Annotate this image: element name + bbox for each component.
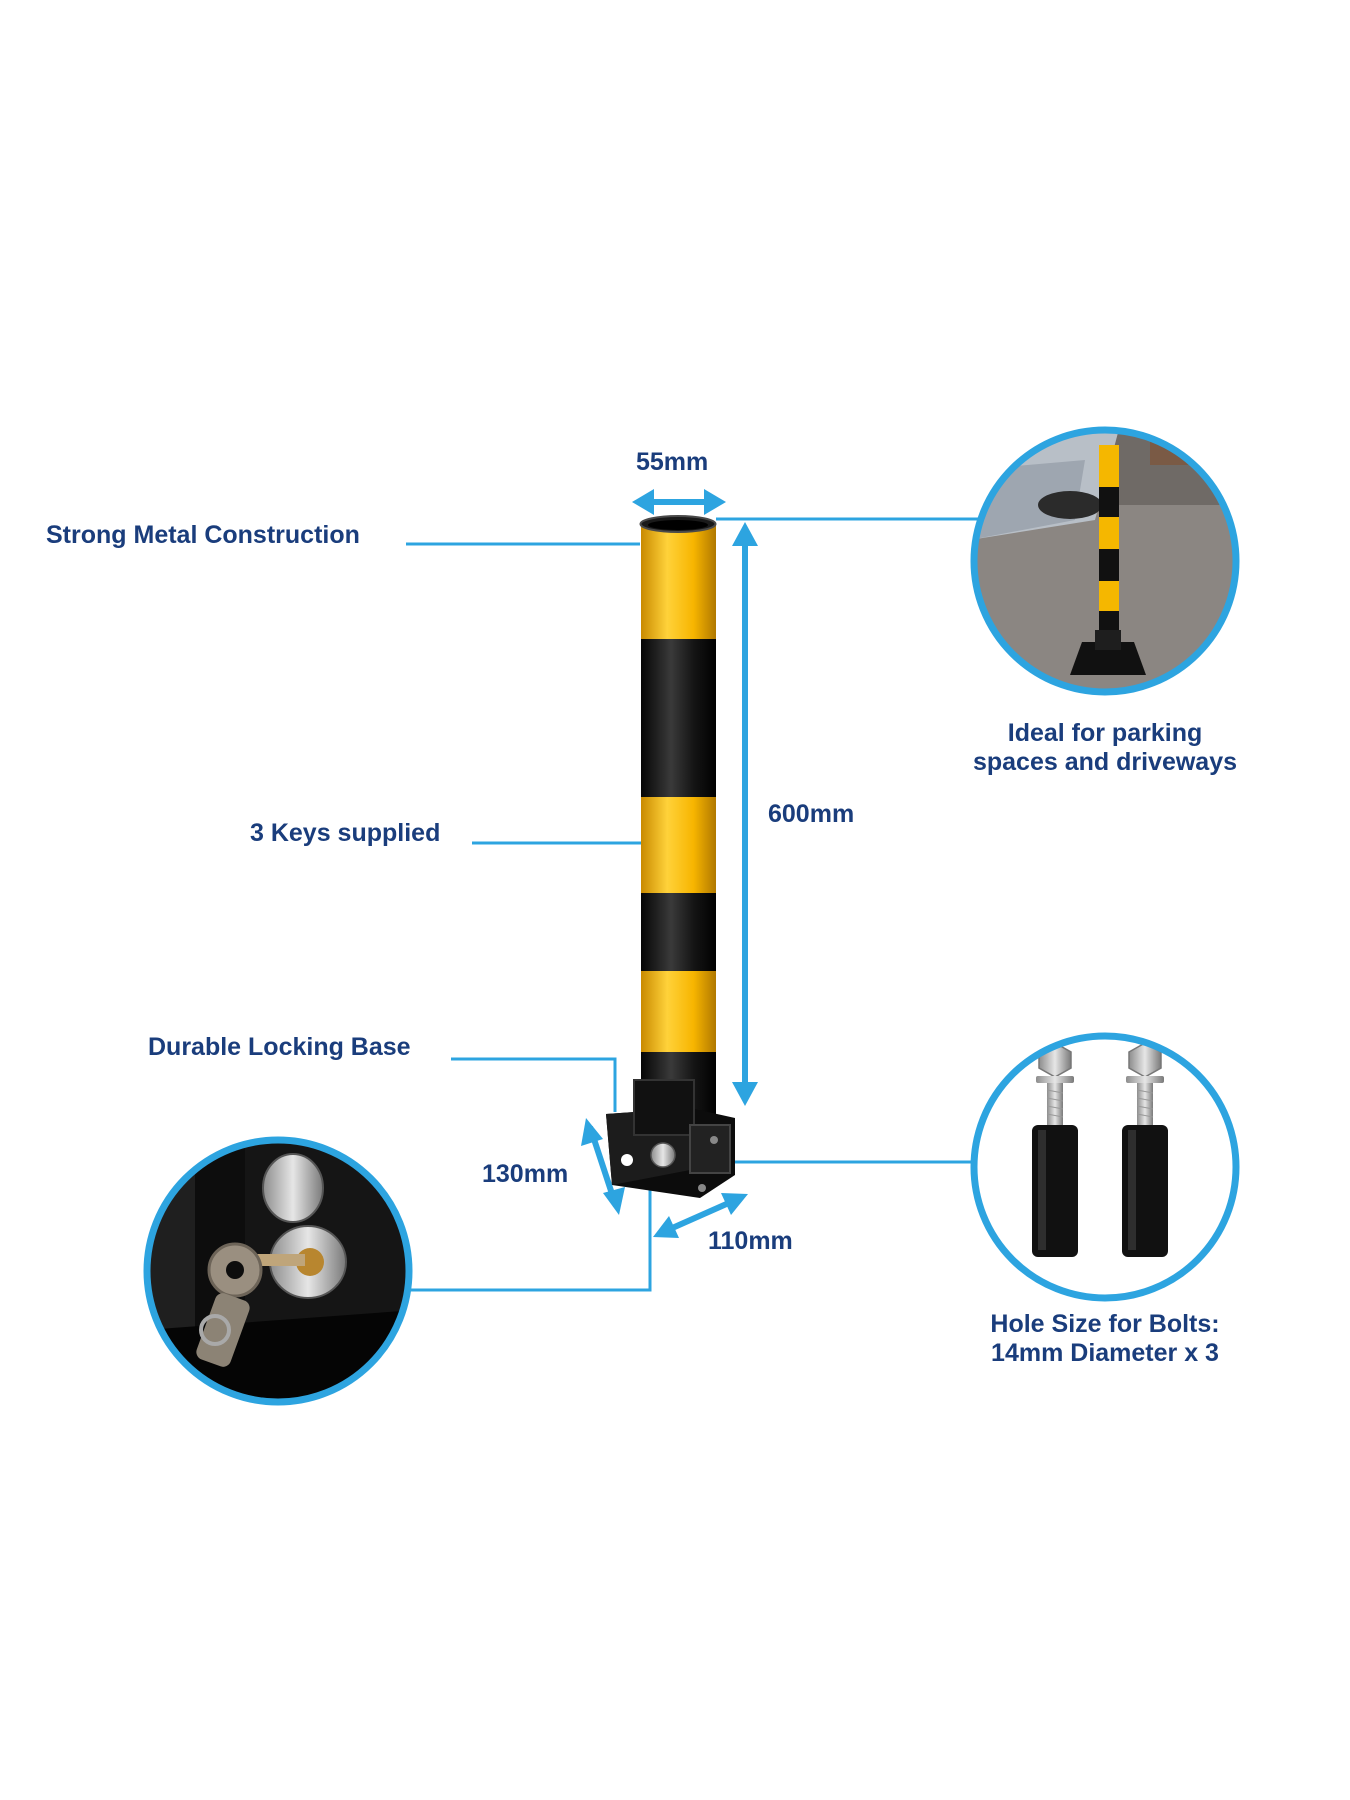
dimension-label-110mm: 110mm — [708, 1227, 793, 1255]
caption-ideal-line-2: spaces and driveways — [972, 747, 1238, 776]
label-keys-supplied: 3 Keys supplied — [250, 819, 441, 847]
bollard-post — [639, 515, 717, 1114]
dimension-arrow-55mm — [632, 489, 726, 515]
bolts-photo — [970, 1032, 1240, 1302]
dimension-label-130mm: 130mm — [482, 1160, 569, 1188]
base-lock-cylinder — [650, 1142, 676, 1168]
caption-ideal-for-parking: Ideal for parking spaces and driveways — [940, 719, 1270, 777]
dimension-label-600mm: 600mm — [768, 800, 855, 828]
caption-hole-size: Hole Size for Bolts: 14mm Diameter x 3 — [945, 1310, 1265, 1368]
dimension-arrow-600mm — [732, 522, 758, 1106]
label-durable-locking-base: Durable Locking Base — [148, 1033, 411, 1061]
dimension-label-55mm: 55mm — [636, 448, 709, 476]
driveway-photo — [970, 426, 1240, 696]
caption-hole-line-1: Hole Size for Bolts: — [990, 1310, 1220, 1338]
caption-hole-line-2: 14mm Diameter x 3 — [991, 1338, 1219, 1367]
lock-keys-photo — [143, 1136, 413, 1406]
dimension-arrow-110mm — [653, 1193, 748, 1238]
connector-lines — [406, 517, 980, 1292]
connector-lock-photo — [410, 1175, 652, 1292]
label-strong-metal-construction: Strong Metal Construction — [46, 521, 360, 549]
dimension-arrow-130mm — [581, 1118, 625, 1215]
locking-base — [606, 1079, 735, 1198]
connector-locking-base — [451, 1057, 617, 1112]
caption-ideal-line-1: Ideal for parking — [1007, 719, 1203, 747]
